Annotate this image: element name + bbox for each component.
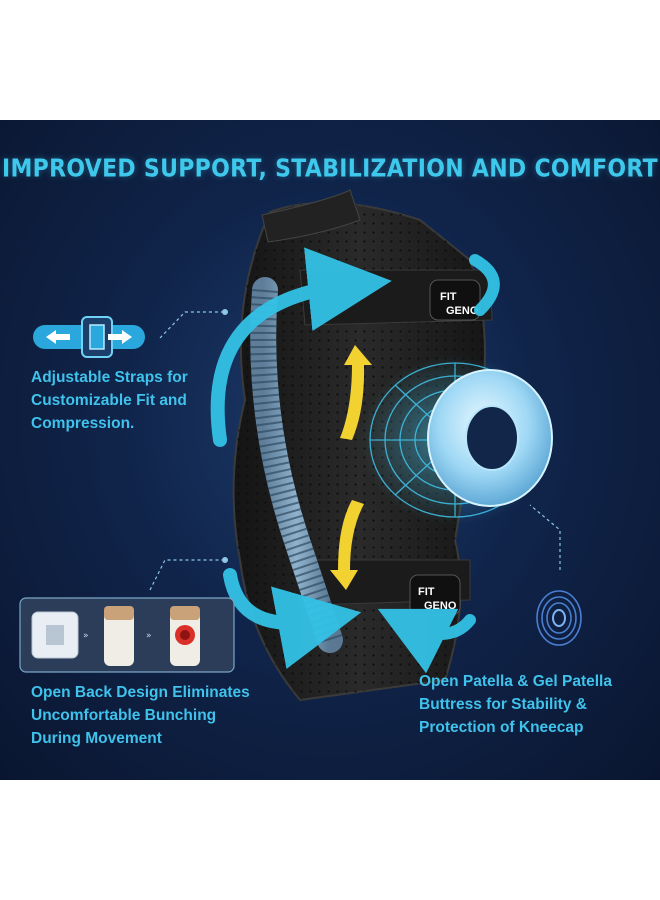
svg-text:»: » <box>83 631 89 641</box>
caption-open-back-design: Open Back Design Eliminates Uncomfortabl… <box>31 681 250 750</box>
kneecap-pad-icon <box>536 590 582 646</box>
knee-brace-illustration: FIT GENO FIT GENO » » <box>19 189 582 702</box>
caption-line: Compression. <box>31 415 135 432</box>
svg-text:FIT: FIT <box>440 291 457 303</box>
support-arrows <box>330 345 372 590</box>
caption-line: Customizable Fit and <box>31 392 187 409</box>
caption-line: Open Patella & Gel Patella <box>419 673 612 690</box>
svg-text:GENO: GENO <box>424 600 457 612</box>
callout-lines <box>149 311 561 591</box>
caption-line: Protection of Kneecap <box>419 719 584 736</box>
svg-text:FIT: FIT <box>418 586 435 598</box>
caption-line: Buttress for Stability & <box>419 696 587 713</box>
svg-text:»: » <box>146 631 152 641</box>
caption-line: Adjustable Straps for <box>31 369 188 386</box>
gel-patella-ring <box>427 369 553 507</box>
compression-arrows <box>210 247 500 674</box>
side-stabilizer-spring <box>250 277 343 653</box>
headline: IMPROVED SUPPORT, STABILIZATION AND COMF… <box>2 155 658 183</box>
open-back-design-inset: » » <box>19 597 235 673</box>
caption-adjustable-straps: Adjustable Straps for Customizable Fit a… <box>31 366 188 435</box>
caption-line: Uncomfortable Bunching <box>31 707 217 724</box>
caption-line: Open Back Design Eliminates <box>31 684 250 701</box>
caption-line: During Movement <box>31 730 162 747</box>
brand-logo-top: FIT GENO <box>440 291 479 317</box>
adjustable-strap-icon <box>33 316 145 358</box>
svg-text:GENO: GENO <box>446 305 479 317</box>
caption-open-patella: Open Patella & Gel Patella Buttress for … <box>419 670 612 739</box>
